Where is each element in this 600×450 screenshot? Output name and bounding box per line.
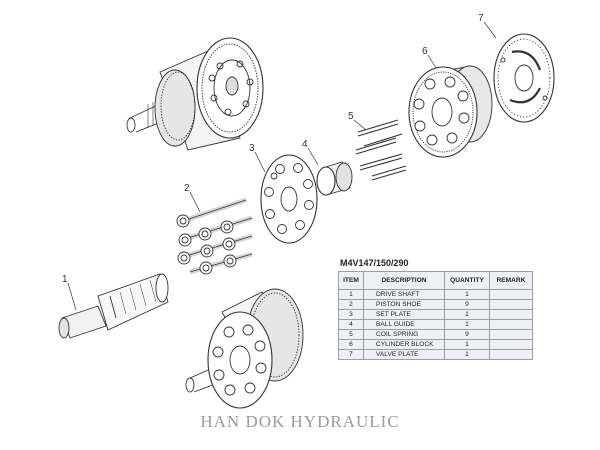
quantity-cell: 9: [444, 329, 490, 340]
header-quantity: QUANTITY: [444, 271, 490, 290]
description-cell: SET PLATE: [363, 309, 445, 320]
parts-table: ITEM DESCRIPTION QUANTITY REMARK 1 DRIVE…: [338, 271, 533, 360]
callout-7: 7: [478, 13, 484, 24]
quantity-cell: 1: [444, 339, 490, 350]
remark-cell: [489, 289, 533, 300]
callout-leaders: [67, 21, 497, 311]
remark-cell: [489, 319, 533, 330]
cylinder-block-part: [408, 65, 493, 158]
header-remark: REMARK: [489, 271, 533, 290]
item-cell: 3: [338, 309, 364, 320]
table-row: 2 PISTON SHOE 9: [338, 299, 533, 310]
description-cell: CYLINDER BLOCK: [363, 339, 445, 350]
header-description: DESCRIPTION: [363, 271, 445, 290]
top-pump-assembly: [126, 37, 264, 151]
item-cell: 5: [338, 329, 364, 340]
description-cell: PISTON SHOE: [363, 299, 445, 310]
table-row: 6 CYLINDER BLOCK 1: [338, 339, 533, 350]
quantity-cell: 1: [444, 319, 490, 330]
quantity-cell: 1: [444, 309, 490, 320]
callout-3: 3: [249, 143, 255, 154]
remark-cell: [489, 339, 533, 350]
item-cell: 2: [338, 299, 364, 310]
description-cell: COIL SPRING: [363, 329, 445, 340]
remark-cell: [489, 329, 533, 340]
table-row: 3 SET PLATE 1: [338, 309, 533, 320]
bottom-pump-assembly: [185, 288, 304, 409]
table-row: 4 BALL GUIDE 1: [338, 319, 533, 330]
coil-spring-part: [355, 119, 407, 181]
table-header-row: ITEM DESCRIPTION QUANTITY REMARK: [338, 271, 533, 290]
item-cell: 6: [338, 339, 364, 350]
callout-6: 6: [422, 46, 428, 57]
remark-cell: [489, 299, 533, 310]
table-row: 7 VALVE PLATE 1: [338, 349, 533, 360]
remark-cell: [489, 349, 533, 360]
item-cell: 4: [338, 319, 364, 330]
quantity-cell: 1: [444, 349, 490, 360]
callout-5: 5: [348, 111, 354, 122]
ball-guide-part: [316, 161, 353, 196]
description-cell: BALL GUIDE: [363, 319, 445, 330]
set-plate-part: [260, 154, 318, 244]
drive-shaft-part: [58, 273, 169, 339]
brand-watermark: HAN DOK HYDRAULIC: [200, 412, 400, 431]
parts-table-title: M4V147/150/290: [340, 258, 409, 268]
description-cell: VALVE PLATE: [363, 349, 445, 360]
item-cell: 1: [338, 289, 364, 300]
quantity-cell: 9: [444, 299, 490, 310]
parts-list: M4V147/150/290 ITEM DESCRIPTION QUANTITY…: [338, 258, 533, 360]
callout-labels: 1 2 3 4 5 6 7: [62, 13, 484, 285]
valve-plate-part: [493, 33, 555, 123]
callout-4: 4: [302, 139, 308, 150]
remark-cell: [489, 309, 533, 320]
description-cell: DRIVE SHAFT: [363, 289, 445, 300]
callout-2: 2: [184, 183, 190, 194]
piston-shoe-part: [176, 197, 253, 275]
header-item: ITEM: [338, 271, 364, 290]
quantity-cell: 1: [444, 289, 490, 300]
table-row: 1 DRIVE SHAFT 1: [338, 289, 533, 300]
table-row: 5 COIL SPRING 9: [338, 329, 533, 340]
item-cell: 7: [338, 349, 364, 360]
callout-1: 1: [62, 274, 68, 285]
